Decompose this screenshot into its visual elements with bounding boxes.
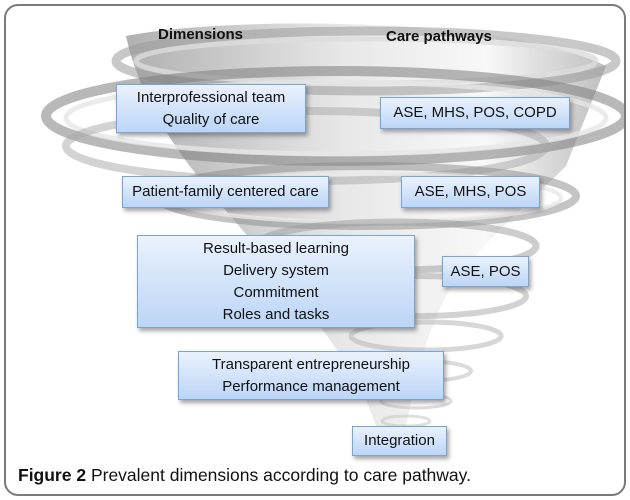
dimension-line: Transparent entrepreneurship: [212, 355, 410, 373]
dimension-line: Patient-family centered care: [132, 183, 319, 200]
figure-frame: Dimensions Care pathways Interprofession…: [4, 4, 626, 496]
dimension-line: Performance management: [222, 377, 400, 395]
pathway-box-3: ASE, POS: [442, 256, 529, 287]
dimension-line: Commitment: [233, 283, 319, 301]
pathway-text: ASE, POS: [450, 262, 521, 280]
pathway-text: ASE, MHS, POS: [414, 183, 527, 200]
dimension-line: Result-based learning: [203, 239, 349, 257]
dimension-box-3: Result-based learning Delivery system Co…: [137, 235, 415, 328]
figure-caption: Figure 2 Prevalent dimensions according …: [18, 465, 471, 486]
caption-label: Figure 2: [18, 465, 87, 485]
dimension-box-5: Integration: [352, 426, 447, 456]
dimension-line: Interprofessional team: [136, 88, 286, 106]
dimension-box-1: Interprofessional team Quality of care: [116, 84, 306, 133]
pathway-box-2: ASE, MHS, POS: [401, 176, 540, 208]
caption-text: Prevalent dimensions according to care p…: [90, 465, 471, 485]
dimensions-header: Dimensions: [158, 26, 244, 43]
dimension-box-4: Transparent entrepreneurship Performance…: [178, 351, 444, 400]
dimension-box-2: Patient-family centered care: [122, 176, 329, 208]
care-pathways-header: Care pathways: [386, 28, 492, 45]
pathway-box-1: ASE, MHS, POS, COPD: [380, 97, 570, 129]
dimension-line: Integration: [364, 432, 435, 449]
dimension-line: Roles and tasks: [222, 305, 330, 323]
dimension-line: Quality of care: [162, 110, 260, 128]
dimension-line: Delivery system: [223, 261, 329, 279]
pathway-text: ASE, MHS, POS, COPD: [393, 104, 557, 121]
